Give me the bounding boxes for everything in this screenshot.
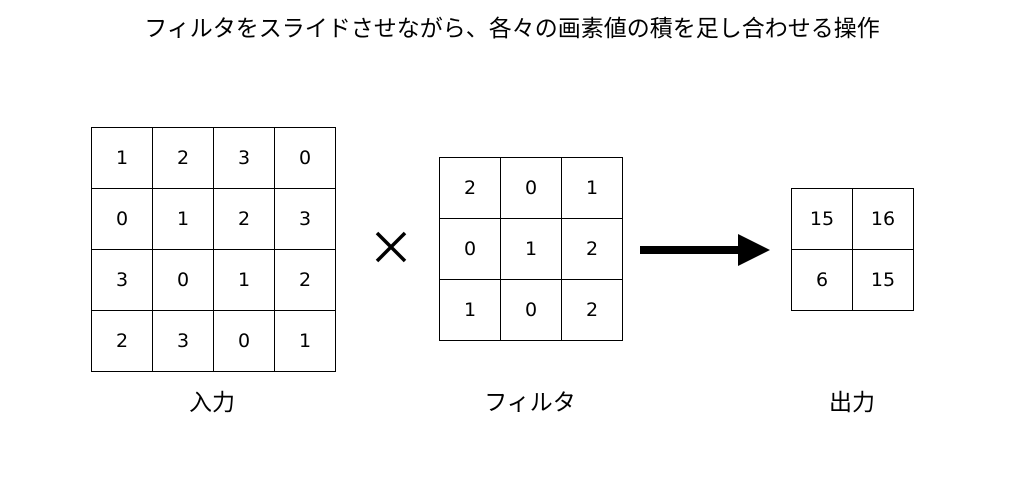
filter-matrix: 2 0 1 0 1 2 1 0 2 <box>439 157 623 341</box>
input-matrix-row: 1 2 3 0 <box>91 127 336 189</box>
filter-cell: 2 <box>561 279 623 341</box>
input-cell: 1 <box>91 127 153 189</box>
output-cell: 16 <box>852 188 914 250</box>
output-label: 出力 <box>829 390 875 416</box>
filter-cell: 0 <box>500 279 562 341</box>
input-cell: 2 <box>91 310 153 372</box>
filter-matrix-row: 1 0 2 <box>439 279 623 341</box>
output-cell: 6 <box>791 249 853 311</box>
input-cell: 1 <box>152 188 214 250</box>
filter-cell: 1 <box>500 218 562 280</box>
filter-cell: 1 <box>439 279 501 341</box>
output-matrix: 15 16 6 15 <box>791 188 914 311</box>
arrow-right-icon <box>640 234 770 266</box>
output-cell: 15 <box>852 249 914 311</box>
filter-label: フィルタ <box>484 390 576 416</box>
input-matrix-row: 2 3 0 1 <box>91 310 336 372</box>
filter-cell: 2 <box>561 218 623 280</box>
input-cell: 0 <box>213 310 275 372</box>
input-cell: 1 <box>213 249 275 311</box>
input-label: 入力 <box>189 390 235 416</box>
input-cell: 3 <box>213 127 275 189</box>
input-cell: 0 <box>152 249 214 311</box>
input-cell: 3 <box>274 188 336 250</box>
input-cell: 0 <box>274 127 336 189</box>
output-matrix-row: 6 15 <box>791 249 914 311</box>
filter-cell: 2 <box>439 157 501 219</box>
input-matrix-row: 0 1 2 3 <box>91 188 336 250</box>
input-matrix: 1 2 3 0 0 1 2 3 3 0 1 2 2 3 0 1 <box>91 127 336 372</box>
multiply-icon <box>375 231 407 263</box>
filter-cell: 1 <box>561 157 623 219</box>
filter-matrix-row: 2 0 1 <box>439 157 623 219</box>
input-cell: 2 <box>213 188 275 250</box>
input-cell: 3 <box>152 310 214 372</box>
filter-matrix-row: 0 1 2 <box>439 218 623 280</box>
filter-cell: 0 <box>500 157 562 219</box>
output-cell: 15 <box>791 188 853 250</box>
input-matrix-row: 3 0 1 2 <box>91 249 336 311</box>
input-cell: 0 <box>91 188 153 250</box>
diagram-title: フィルタをスライドさせながら、各々の画素値の積を足し合わせる操作 <box>144 16 880 42</box>
input-cell: 1 <box>274 310 336 372</box>
output-matrix-row: 15 16 <box>791 188 914 250</box>
input-cell: 3 <box>91 249 153 311</box>
filter-cell: 0 <box>439 218 501 280</box>
input-cell: 2 <box>274 249 336 311</box>
input-cell: 2 <box>152 127 214 189</box>
